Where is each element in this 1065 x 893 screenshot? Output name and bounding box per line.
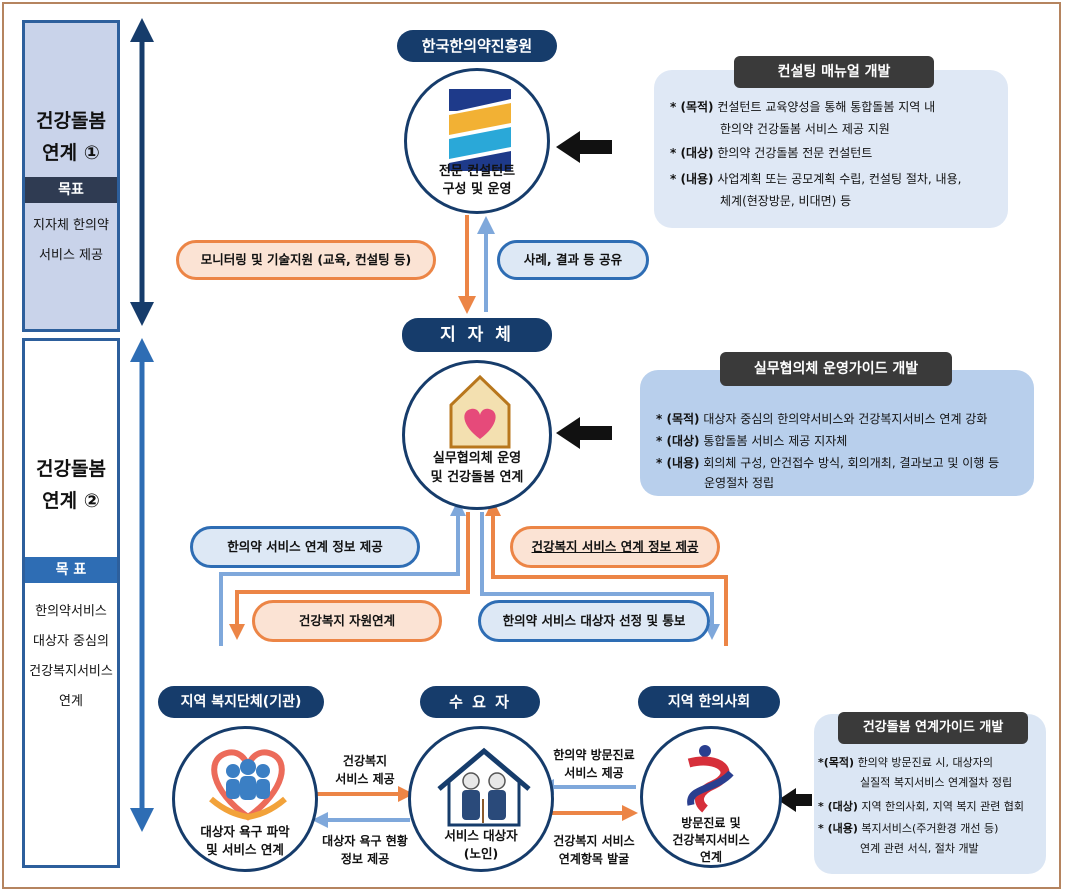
manual-l1-tag: * (목적) — [670, 100, 714, 114]
guide2-l1-tag: *(목적) — [818, 756, 855, 769]
stage2-goal-line2: 대상자 중심의 — [33, 634, 109, 649]
label-rc-bot-2: 연계항목 발굴 — [558, 852, 630, 866]
km-association-circle: 방문진료 및 건강복지서비스 연계 — [640, 726, 782, 868]
stage2-goal-line3: 건강복지서비스 — [29, 664, 113, 679]
label-monitoring-support: 모니터링 및 기술지원 (교육, 컨설팅 등) — [176, 240, 436, 280]
top-node-header: 한국한의약진흥원 — [397, 30, 557, 62]
label-km-target-selection: 한의약 서비스 대상자 선정 및 통보 — [478, 600, 710, 642]
label-rc-bot-1: 건강복지 서비스 — [553, 834, 635, 848]
label-lc-top-2: 서비스 제공 — [335, 772, 395, 786]
label-share-results: 사례, 결과 등 공유 — [497, 240, 649, 280]
label-welfare-service-info: 건강복지 서비스 연계 정보 제공 — [510, 526, 720, 568]
label-welfare-service-provide: 건강복지 서비스 제공 — [310, 752, 420, 788]
stage2-title-line2: 연계 ② — [42, 490, 100, 512]
guide2-l4-tag: * (내용) — [818, 822, 858, 835]
sidebar-stage2: 건강돌봄 연계 ② 목 표 한의약서비스 대상자 중심의 건강복지서비스 연계 — [22, 338, 120, 868]
top-node-line2: 구성 및 운영 — [442, 182, 512, 197]
consulting-manual-title: 컨설팅 매뉴얼 개발 — [734, 56, 934, 88]
stage1-title: 건강돌봄 연계 ① — [25, 105, 117, 169]
mid-node-header: 지 자 체 — [402, 318, 552, 352]
label-welfare-resource-link: 건강복지 자원연계 — [252, 600, 442, 642]
guide1-l3-tag: * (내용) — [656, 456, 700, 470]
arrow-manual-to-top — [556, 131, 612, 163]
manual-l4-tag: * (내용) — [670, 172, 714, 186]
mid-node-line2: 및 건강돌봄 연계 — [430, 470, 524, 485]
stage2-goal-text: 한의약서비스 대상자 중심의 건강복지서비스 연계 — [25, 597, 117, 717]
recipient-line1: 서비스 대상자 — [444, 828, 518, 843]
guide1-l4: 운영절차 정립 — [704, 476, 775, 490]
label-lc-bot-1: 대상자 욕구 현황 — [322, 834, 408, 848]
stage2-title-line1: 건강돌봄 — [36, 458, 106, 480]
stage2-title: 건강돌봄 연계 ② — [25, 453, 117, 517]
km-association-line3: 연계 — [699, 850, 723, 864]
council-guide-title: 실무협의체 운영가이드 개발 — [720, 352, 952, 386]
guide1-l1: 대상자 중심의 한의약서비스와 건강복지서비스 연계 강화 — [703, 412, 988, 426]
km-association-header: 지역 한의사회 — [638, 686, 780, 718]
guide1-l1-tag: * (목적) — [656, 412, 700, 426]
welfare-org-header: 지역 복지단체(기관) — [158, 686, 324, 718]
guide2-l2: 실질적 복지서비스 연계절차 정립 — [860, 776, 1013, 789]
arrow-guide1-to-mid — [556, 417, 612, 449]
manual-l4: 사업계획 또는 공모계획 수립, 컨설팅 절차, 내용, — [717, 172, 962, 186]
stage1-goal-text: 지자체 한의약 서비스 제공 — [25, 211, 117, 271]
stage2-goal-band: 목 표 — [25, 557, 117, 583]
recipient-header: 수 요 자 — [420, 686, 540, 718]
stage1-goal-line1: 지자체 한의약 — [33, 218, 109, 233]
recipient-line2: (노인) — [463, 846, 499, 861]
guide2-l3-tag: * (대상) — [818, 800, 858, 813]
arrow-guide2-to-right — [778, 788, 812, 812]
manual-l3: 한의약 건강돌봄 전문 컨설턴트 — [717, 146, 873, 160]
recipient-circle: 서비스 대상자 (노인) — [408, 726, 554, 872]
guide1-l2: 통합돌봄 서비스 제공 지자체 — [703, 434, 848, 448]
manual-l5: 체계(현장방문, 비대면) 등 — [720, 194, 852, 208]
label-km-service-info: 한의약 서비스 연계 정보 제공 — [190, 526, 420, 568]
km-association-line1: 방문진료 및 — [681, 816, 741, 830]
care-people-icon — [209, 749, 287, 821]
mid-node-circle: 실무협의체 운영 및 건강돌봄 연계 — [402, 360, 552, 510]
stage1-title-line1: 건강돌봄 — [36, 110, 106, 132]
elderly-couple-icon — [437, 747, 531, 827]
manual-l2: 한의약 건강돌봄 서비스 제공 지원 — [720, 122, 890, 136]
info-box-consulting-manual: * (목적) 컨설턴트 교육양성을 통해 통합돌봄 지역 내 한의약 건강돌봄 … — [654, 70, 1008, 228]
guide2-l4: 복지서비스(주거환경 개선 등) — [861, 822, 999, 835]
km-association-line2: 건강복지서비스 — [672, 833, 750, 847]
kiom-logo-icon — [449, 89, 511, 171]
top-node-line1: 전문 컨설턴트 — [438, 164, 516, 179]
manual-l3-tag: * (대상) — [670, 146, 714, 160]
label-home-visit-service: 한의약 방문진료 서비스 제공 — [538, 746, 650, 782]
sidebar-stage1: 건강돌봄 연계 ① 목표 지자체 한의약 서비스 제공 — [22, 20, 120, 332]
label-rc-top-2: 서비스 제공 — [564, 766, 624, 780]
label-rc-top-1: 한의약 방문진료 — [553, 748, 635, 762]
mid-node-line1: 실무협의체 운영 — [432, 451, 522, 466]
label-welfare-item-discovery: 건강복지 서비스 연계항목 발굴 — [536, 832, 652, 868]
km-association-logo-icon — [687, 745, 734, 813]
welfare-org-line2: 및 서비스 연계 — [206, 842, 284, 857]
top-node-circle: 전문 컨설턴트 구성 및 운영 — [404, 68, 550, 214]
care-link-guide-title: 건강돌봄 연계가이드 개발 — [838, 712, 1028, 744]
label-needs-info-provide: 대상자 욕구 현황 정보 제공 — [302, 832, 428, 868]
guide1-l3: 회의체 구성, 안건접수 방식, 회의개최, 결과보고 및 이행 등 — [703, 456, 1000, 470]
guide2-l3: 지역 한의사회, 지역 복지 관련 협회 — [861, 800, 1025, 813]
info-box-council-guide: * (목적) 대상자 중심의 한의약서비스와 건강복지서비스 연계 강화 * (… — [640, 370, 1034, 496]
label-lc-top-1: 건강복지 — [342, 754, 388, 768]
home-heart-icon — [449, 374, 511, 449]
welfare-org-line1: 대상자 욕구 파악 — [200, 824, 290, 839]
guide2-l1: 한의약 방문진료 시, 대상자의 — [857, 756, 993, 769]
manual-l1: 컨설턴트 교육양성을 통해 통합돌봄 지역 내 — [717, 100, 936, 114]
stage1-goal-band: 목표 — [25, 177, 117, 203]
guide2-l5: 연계 관련 서식, 절차 개발 — [860, 842, 979, 855]
stage1-title-line2: 연계 ① — [42, 142, 100, 164]
label-lc-bot-2: 정보 제공 — [340, 852, 390, 866]
stage1-goal-line2: 서비스 제공 — [39, 248, 103, 263]
guide1-l2-tag: * (대상) — [656, 434, 700, 448]
welfare-org-circle: 대상자 욕구 파악 및 서비스 연계 — [172, 726, 318, 872]
stage2-goal-line4: 연계 — [59, 694, 83, 709]
stage2-goal-line1: 한의약서비스 — [35, 604, 107, 619]
